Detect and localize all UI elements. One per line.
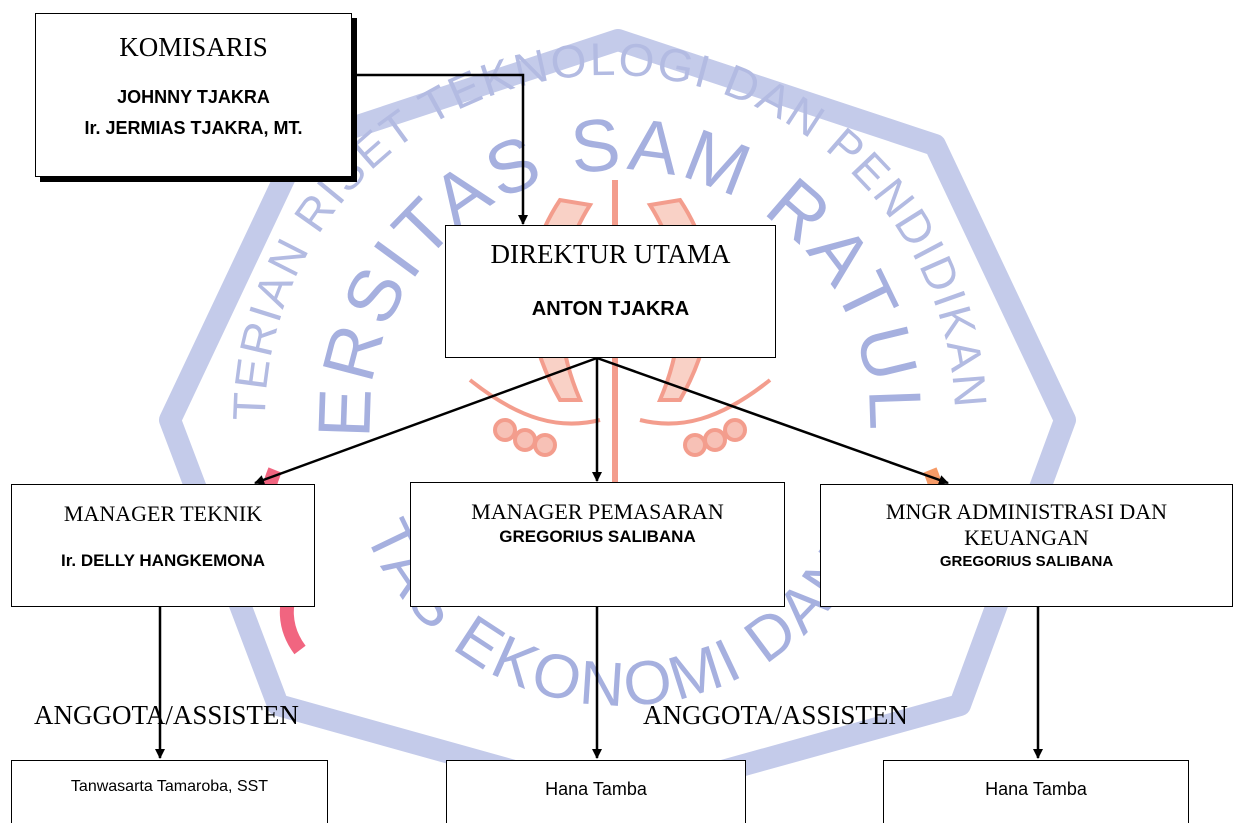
komisaris-name-1: JOHNNY TJAKRA	[117, 87, 270, 107]
member-box-teknik: Tanwasarta Tamaroba, SST	[11, 760, 328, 823]
member-name-pemasaran: Hana Tamba	[545, 779, 647, 799]
manager-pemasaran-name: GREGORIUS SALIBANA	[499, 527, 696, 546]
member-box-pemasaran: Hana Tamba	[446, 760, 746, 823]
connector-direktur-teknik	[254, 356, 598, 485]
connector-komisaris-direktur	[350, 73, 528, 225]
anggota-label-left: ANGGOTA/ASSISTEN	[34, 700, 299, 730]
manager-administrasi-name: GREGORIUS SALIBANA	[939, 553, 1114, 570]
manager-administrasi-title-line2: KEUANGAN	[964, 525, 1089, 550]
manager-administrasi-box: MNGR ADMINISTRASI DAN KEUANGAN GREGORIUS…	[820, 484, 1233, 607]
member-name-teknik: Tanwasarta Tamaroba, SST	[70, 778, 269, 795]
manager-administrasi-title-line1: MNGR ADMINISTRASI DAN	[885, 499, 1168, 524]
manager-teknik-box: MANAGER TEKNIK Ir. DELLY HANGKEMONA	[11, 484, 315, 607]
member-box-administrasi: Hana Tamba	[883, 760, 1189, 823]
member-name-administrasi: Hana Tamba	[985, 779, 1087, 799]
manager-pemasaran-box: MANAGER PEMASARAN GREGORIUS SALIBANA	[410, 482, 785, 607]
direktur-name: ANTON TJAKRA	[531, 298, 690, 320]
manager-teknik-title: MANAGER TEKNIK	[63, 501, 263, 526]
anggota-label-right: ANGGOTA/ASSISTEN	[643, 700, 908, 730]
direktur-title: DIREKTUR UTAMA	[490, 239, 731, 269]
manager-teknik-name: Ir. DELLY HANGKEMONA	[60, 551, 266, 570]
komisaris-box: KOMISARIS JOHNNY TJAKRA Ir. JERMIAS TJAK…	[35, 13, 352, 177]
direktur-box: DIREKTUR UTAMA ANTON TJAKRA	[445, 225, 776, 358]
komisaris-title: KOMISARIS	[119, 32, 268, 62]
connector-direktur-administrasi	[596, 356, 949, 485]
manager-pemasaran-title: MANAGER PEMASARAN	[471, 499, 724, 524]
komisaris-name-2: Ir. JERMIAS TJAKRA, MT.	[84, 118, 303, 138]
